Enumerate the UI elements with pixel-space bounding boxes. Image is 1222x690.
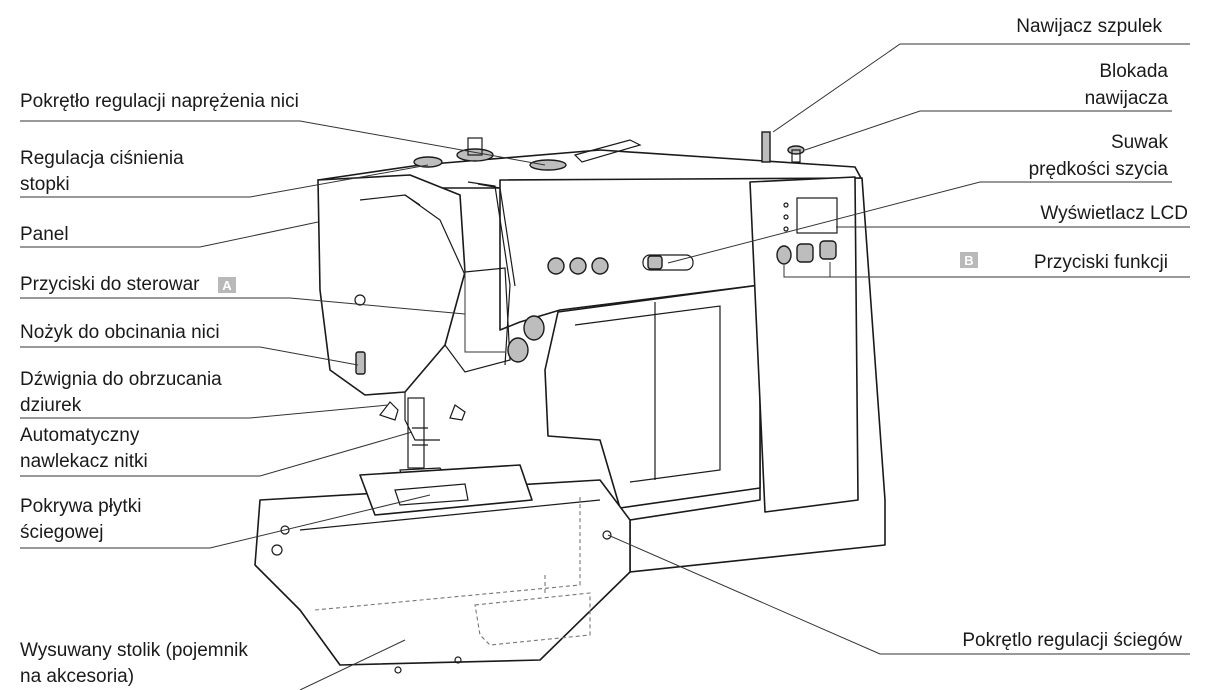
label-thread-cutter: Nożyk do obcinania nici [20, 322, 220, 343]
leader-panel [20, 221, 319, 248]
label-lcd-display: Wyświetlacz LCD [1040, 203, 1188, 224]
label-panel: Panel [20, 224, 69, 245]
leader-bobbin-winder [772, 43, 1190, 133]
label-buttonhole-lever-line2: dziurek [20, 395, 82, 416]
leader-needle-plate-cover [20, 494, 431, 549]
leader-presser-pressure [20, 164, 429, 198]
label-auto-threader-line2: nawlekacz nitki [20, 451, 148, 472]
leader-speed-slider [667, 181, 1172, 264]
badge-b-bg [960, 252, 978, 268]
leader-tension-dial [20, 120, 546, 166]
leader-winder-lock [804, 110, 1172, 151]
label-stitch-dial: Pokrętlo regulacji ściegów [962, 630, 1182, 651]
label-extension-table-line1: Wysuwany stolik (pojemnik [20, 640, 248, 661]
badge-b: B [960, 252, 978, 268]
label-extension-table-line2: na akcesoria) [20, 666, 134, 687]
label-needle-plate-cover-line2: ściegowej [20, 522, 103, 543]
label-presser-pressure-line1: Regulacja ciśnienia [20, 148, 184, 169]
label-speed-slider-line1: Suwak [1111, 132, 1169, 153]
labels-right: Nawijacz szpulek Blokada nawijacza Suwak… [962, 16, 1188, 651]
badge-a: A [218, 277, 236, 293]
label-auto-threader-line1: Automatyczny [20, 425, 140, 446]
leader-lines [20, 43, 1190, 690]
label-winder-lock-line1: Blokada [1099, 61, 1168, 82]
badge-b-text: B [964, 253, 973, 268]
label-function-buttons: Przyciski funkcji [1034, 252, 1168, 273]
label-winder-lock-line2: nawijacza [1085, 88, 1169, 109]
leader-control-buttons [20, 297, 466, 315]
leader-auto-threader [20, 431, 413, 477]
badge-a-text: A [222, 278, 232, 293]
leader-function-buttons-bracket [783, 262, 831, 278]
label-needle-plate-cover-line1: Pokrywa płytki [20, 496, 141, 517]
leader-buttonhole-lever [20, 404, 389, 419]
label-bobbin-winder: Nawijacz szpulek [1016, 16, 1162, 37]
label-speed-slider-line2: prędkości szycia [1029, 159, 1169, 180]
label-buttonhole-lever-line1: Dźwignia do obrzucania [20, 369, 222, 390]
leader-thread-cutter [20, 346, 359, 366]
label-control-buttons: Przyciski do sterowar [20, 274, 200, 295]
leader-stitch-dial [607, 534, 1190, 655]
leader-control-buttons-bracket [464, 266, 505, 353]
badge-a-bg [218, 277, 236, 293]
sewing-machine-illustration [254, 131, 886, 674]
label-presser-pressure-line2: stopki [20, 174, 70, 195]
labels-left: Pokrętło regulacji naprężenia nici Regul… [20, 91, 299, 687]
leader-extension-table [299, 639, 406, 690]
label-tension-dial: Pokrętło regulacji naprężenia nici [20, 91, 299, 112]
